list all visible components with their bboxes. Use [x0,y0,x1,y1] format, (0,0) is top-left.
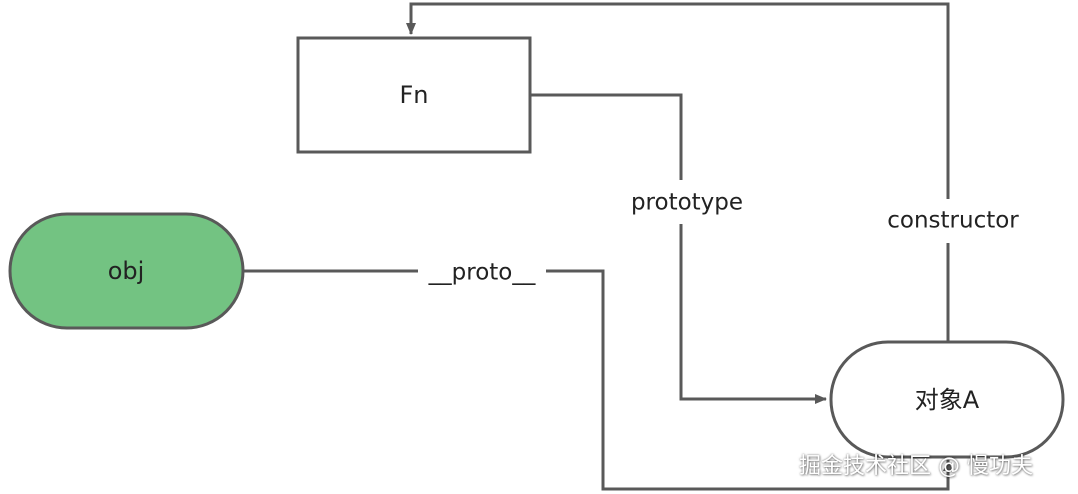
watermark-text: 掘金技术社区 @ 慢功夫 [799,454,1033,479]
edge-prototype [530,93,827,404]
node-obj-label: obj [108,257,145,285]
edge-label-constructor: constructor [887,208,1019,234]
edge-label-proto: __proto__ [428,260,536,286]
edge-constructor [406,2,950,342]
edge-label-prototype: prototype [631,190,743,216]
node-fn-label: Fn [399,81,428,109]
node-object-a [829,340,1065,459]
node-fn [296,36,532,154]
node-object-a-label: 对象A [915,386,980,414]
node-obj [8,212,245,330]
